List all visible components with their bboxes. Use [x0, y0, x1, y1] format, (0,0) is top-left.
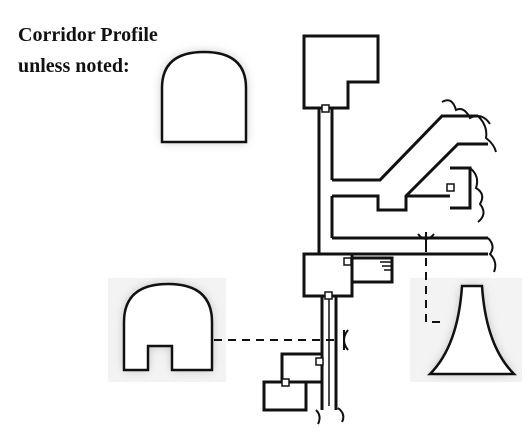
flared-profile-icon [426, 284, 518, 376]
stair-icon [380, 261, 392, 271]
diagonal-corridor-lower [332, 142, 488, 212]
rubble-edge [487, 237, 497, 273]
rubble-edge [315, 409, 321, 425]
rubble-edge [337, 407, 345, 423]
door-icon [281, 378, 290, 387]
rubble-edge [469, 167, 485, 223]
arch-profile-icon [160, 50, 248, 144]
profile-markers [343, 232, 435, 351]
room-central [302, 252, 354, 298]
map-walls [262, 34, 488, 412]
door-icon [343, 257, 352, 266]
callout-flared [425, 244, 446, 323]
step-arch-profile-icon [122, 282, 214, 372]
door-icon [446, 183, 455, 192]
room-east [450, 166, 472, 210]
rubble-edge [441, 99, 491, 125]
diagonal-corridor-upper [332, 114, 448, 182]
legend-line-1: Corridor Profile [18, 24, 158, 46]
room-south-upper [280, 352, 324, 384]
door-icon [315, 357, 324, 366]
rubble-edge [477, 115, 497, 153]
door-icon [321, 104, 330, 113]
legend-label: Corridor Profile unless noted: [18, 20, 158, 82]
profile-inset-stepped [108, 278, 226, 382]
profile-inset-standard [160, 50, 248, 144]
doors [281, 104, 455, 387]
room-north [302, 34, 380, 110]
profile-inset-flared [410, 278, 522, 382]
door-icon [324, 291, 333, 300]
room-south-lower [262, 380, 308, 412]
rough-edges [315, 99, 497, 425]
profile-callouts [214, 244, 446, 341]
legend-line-2: unless noted: [18, 55, 130, 77]
